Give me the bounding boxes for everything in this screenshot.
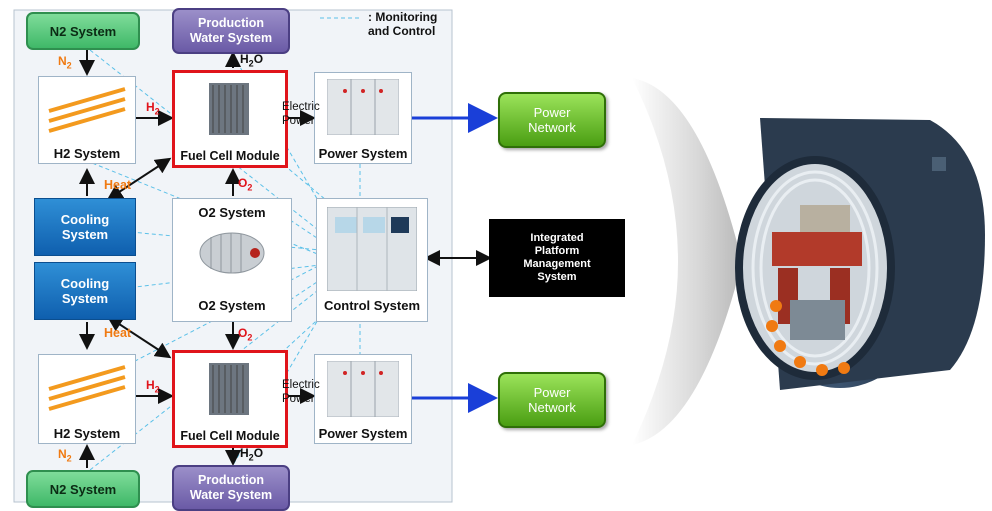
fuel-cell-module-top-label: Fuel Cell Module	[180, 149, 280, 163]
o2-tank-image	[199, 232, 265, 274]
h2-system-bottom[interactable]: H2 System	[38, 354, 136, 444]
n2-system-top[interactable]: N2 System	[26, 12, 140, 50]
o2-system-bottom-label: O2 System	[198, 298, 266, 313]
h2-flow-label-top: H2	[146, 100, 160, 117]
control-cabinet-image	[327, 207, 417, 291]
h2-system-top[interactable]: H2 System	[38, 76, 136, 164]
h2-system-top-label: H2 System	[53, 146, 121, 161]
fuel-cell-module-bottom[interactable]: Fuel Cell Module	[172, 350, 288, 448]
heat-label-bottom: Heat	[104, 326, 132, 340]
power-system-bottom-label: Power System	[318, 426, 408, 441]
pipes-image	[48, 87, 126, 133]
fuel-cell-module-top[interactable]: Fuel Cell Module	[172, 70, 288, 168]
transition-chevron	[632, 78, 742, 445]
h2-system-bottom-label: H2 System	[53, 426, 121, 441]
fuel-cell-module-bottom-label: Fuel Cell Module	[180, 429, 280, 443]
pipes-image	[48, 365, 126, 411]
fuel-cell-stack-image	[209, 363, 249, 415]
o2-system-top-label: O2 System	[198, 205, 266, 220]
integrated-platform-management-system[interactable]: Integrated Platform Management System	[489, 219, 625, 297]
switchboard-image	[327, 361, 399, 417]
heat-label-top: Heat	[104, 178, 132, 192]
h2-flow-label-bottom: H2	[146, 378, 160, 395]
submarine-section-image	[735, 118, 985, 390]
o2-system-block[interactable]: O2 System O2 System	[172, 198, 292, 322]
power-system-top-label: Power System	[318, 146, 408, 161]
h2o-flow-label-bottom: H2O	[240, 446, 264, 463]
fuel-cell-stack-image	[209, 83, 249, 135]
h2o-flow-label-top: H2O	[240, 52, 264, 69]
switchboard-image	[327, 79, 399, 135]
legend-text: : Monitoring and Control	[368, 10, 438, 38]
power-system-bottom[interactable]: Power System	[314, 354, 412, 444]
o2-flow-label-bottom: O2	[238, 326, 253, 343]
control-system-label: Control System	[323, 298, 421, 313]
n2-system-bottom[interactable]: N2 System	[26, 470, 140, 508]
o2-flow-label-top: O2	[238, 176, 253, 193]
n2-flow-label-bottom: N2	[58, 447, 72, 464]
control-system[interactable]: Control System	[316, 198, 428, 322]
n2-flow-label-top: N2	[58, 54, 72, 71]
power-system-top[interactable]: Power System	[314, 72, 412, 164]
